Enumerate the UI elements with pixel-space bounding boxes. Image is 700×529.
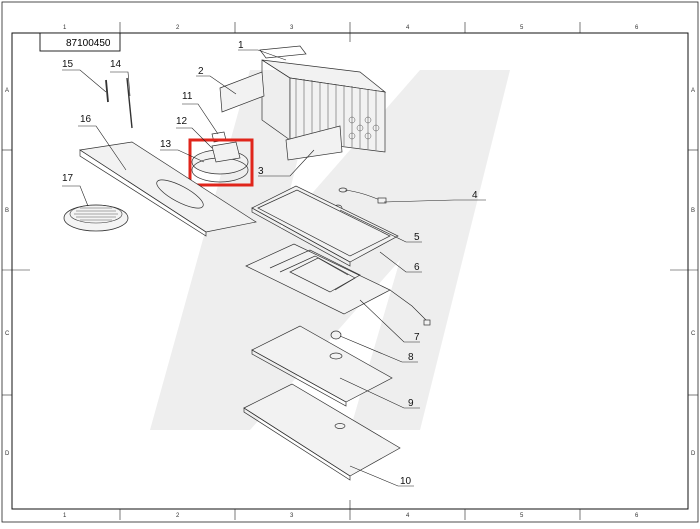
col-label: 1 <box>63 25 67 31</box>
callout-12: 12 <box>176 116 188 127</box>
col-label: 3 <box>290 513 294 519</box>
callout-11: 11 <box>182 91 193 102</box>
col-label: 2 <box>176 25 180 31</box>
highlight-box <box>188 138 254 187</box>
col-label: 3 <box>290 25 294 31</box>
row-label: B <box>691 208 695 214</box>
callout-4: 4 <box>472 190 478 201</box>
part-15-pin <box>105 79 109 103</box>
part-9-tray <box>251 325 393 407</box>
callout-13: 13 <box>160 139 172 150</box>
col-label: 2 <box>176 513 180 519</box>
row-labels-right: A B C D <box>691 88 696 457</box>
row-label: D <box>5 451 10 457</box>
row-ticks <box>2 149 698 396</box>
part-10-base-plate <box>243 383 401 481</box>
row-label: D <box>691 451 696 457</box>
row-label: A <box>691 88 695 94</box>
callout-5: 5 <box>414 232 420 243</box>
callout-14: 14 <box>110 59 122 70</box>
part-number-box <box>39 32 121 52</box>
part-17-grille <box>63 204 129 232</box>
callout-1: 1 <box>238 40 244 51</box>
row-label: C <box>691 331 696 337</box>
row-labels-left: A B C D <box>5 88 10 457</box>
callout-3: 3 <box>258 166 264 177</box>
callout-9: 9 <box>408 398 414 409</box>
callout-16: 16 <box>80 114 92 125</box>
part-2-bracket <box>219 71 265 113</box>
callout-15: 15 <box>62 59 74 70</box>
part-14-pin <box>126 77 133 129</box>
col-label: 5 <box>520 25 524 31</box>
callout-7: 7 <box>414 332 420 343</box>
callout-2: 2 <box>198 66 204 77</box>
part-16-channel <box>79 141 257 237</box>
col-label: 4 <box>406 513 410 519</box>
col-label: 5 <box>520 513 524 519</box>
callout-8: 8 <box>408 352 414 363</box>
part-3-bracket <box>285 125 343 161</box>
part-6-drip-tray <box>251 185 399 267</box>
callouts: 1 2 3 4 5 6 7 8 9 10 11 12 13 14 15 16 1… <box>62 40 478 487</box>
row-label: A <box>5 88 9 94</box>
part-number: 87100450 <box>66 38 111 49</box>
callout-17: 17 <box>62 173 74 184</box>
row-label: B <box>5 208 9 214</box>
part-4-probe <box>338 187 387 204</box>
column-labels-bottom: 1 2 3 4 5 6 <box>63 513 639 519</box>
callout-6: 6 <box>414 262 420 273</box>
col-label: 6 <box>635 25 639 31</box>
part-12-fan-motor <box>191 131 249 183</box>
col-label: 1 <box>63 513 67 519</box>
part-8-fitting <box>330 330 342 340</box>
column-ticks <box>119 22 581 520</box>
column-labels-top: 1 2 3 4 5 6 <box>63 25 639 31</box>
col-label: 4 <box>406 25 410 31</box>
leader-lines <box>62 49 486 487</box>
callout-10: 10 <box>400 476 412 487</box>
row-label: C <box>5 331 10 337</box>
col-label: 6 <box>635 513 639 519</box>
part-7-heater <box>245 243 431 326</box>
